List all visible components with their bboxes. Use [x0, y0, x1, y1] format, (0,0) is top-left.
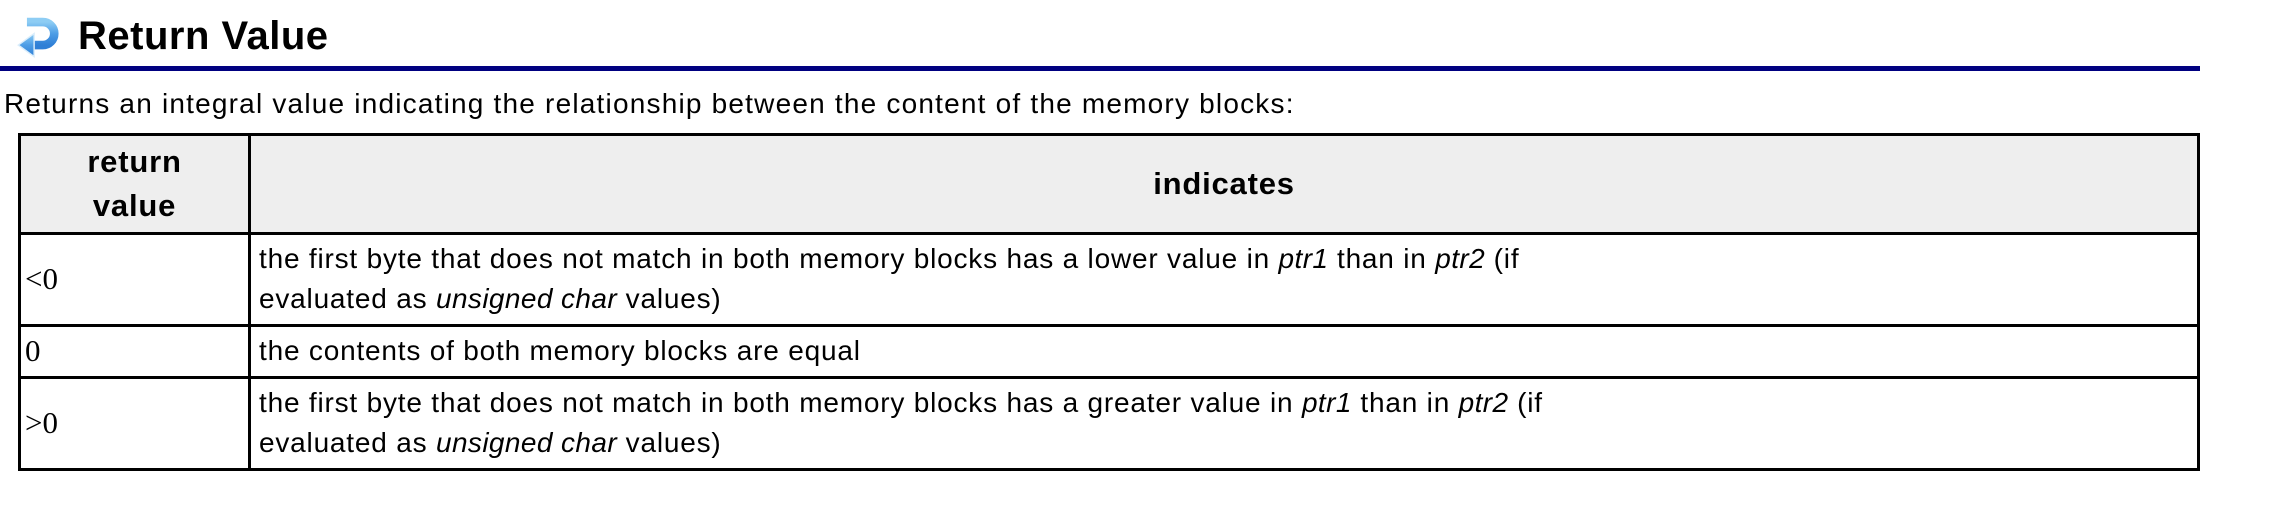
- return-arrow-icon: [17, 17, 59, 58]
- table-header-row: return value indicates: [18, 132, 2200, 235]
- page-title: Return Value: [78, 14, 329, 58]
- table-row: <0 the first byte that does not match in…: [18, 231, 2200, 327]
- return-value-table: return value indicates <0 the first byte…: [18, 132, 2200, 471]
- indicates-cell: the first byte that does not match in bo…: [248, 375, 2200, 471]
- table-row: >0 the first byte that does not match in…: [18, 375, 2200, 471]
- indicates-cell: the first byte that does not match in bo…: [248, 231, 2200, 327]
- return-value-cell: >0: [18, 375, 251, 471]
- content-area: Return Value Returns an integral value i…: [0, 0, 2200, 471]
- indicates-cell: the contents of both memory blocks are e…: [248, 323, 2200, 379]
- table-row: 0 the contents of both memory blocks are…: [18, 323, 2200, 379]
- return-value-cell: <0: [18, 231, 251, 327]
- intro-text: Returns an integral value indicating the…: [4, 88, 1295, 119]
- return-value-cell: 0: [18, 323, 251, 379]
- column-header-indicates: indicates: [248, 132, 2200, 235]
- column-header-return-value: return value: [18, 132, 251, 235]
- section-heading: Return Value: [0, 0, 2200, 71]
